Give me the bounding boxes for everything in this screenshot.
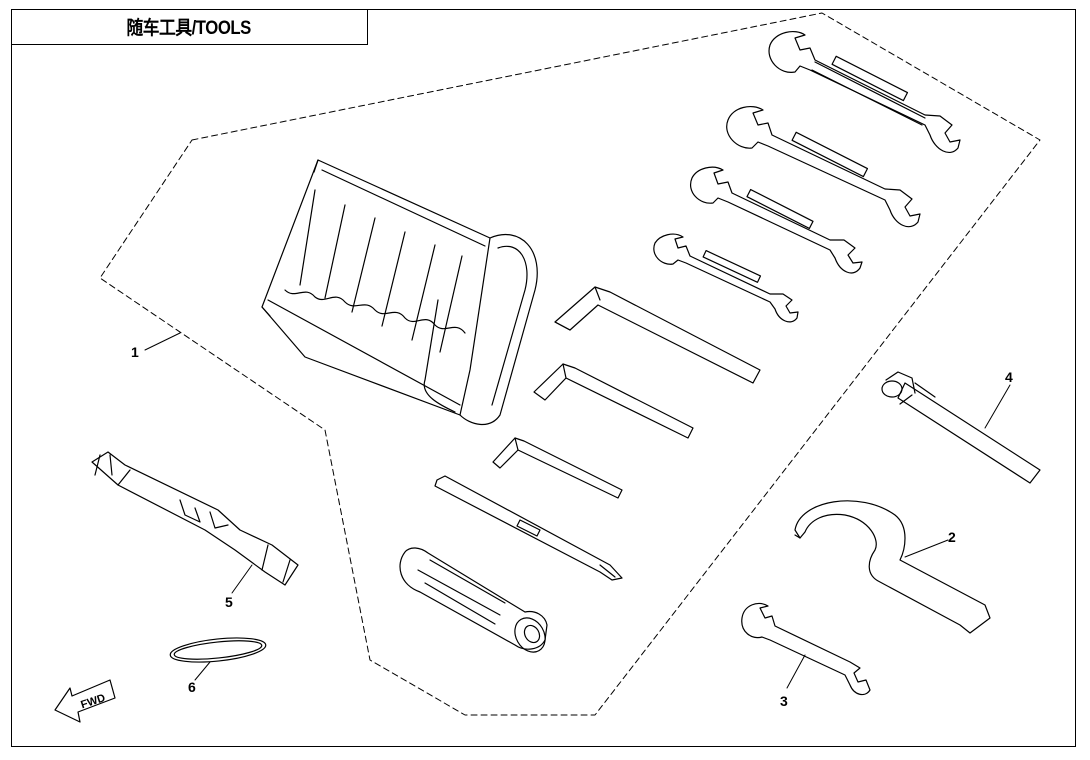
screwdriver-blade <box>434 475 623 581</box>
leader-line-5 <box>231 564 253 594</box>
hex-key-medium <box>533 363 694 439</box>
rubber-band <box>169 637 267 663</box>
forward-direction-arrow-icon <box>54 679 116 723</box>
callout-2: 2 <box>948 529 956 545</box>
tool-roll-pouch <box>261 159 538 425</box>
socket-wrench <box>91 451 299 586</box>
direction-label: FWD <box>79 692 107 711</box>
title-block: 随车工具/TOOLS <box>11 9 368 45</box>
hex-key-small <box>492 437 623 499</box>
leader-line-2 <box>904 539 949 558</box>
hook-spanner <box>794 500 991 634</box>
leader-line-6 <box>194 661 211 681</box>
hex-key-large <box>554 286 761 384</box>
small-open-wrench <box>741 602 871 696</box>
double-open-wrench-3 <box>690 166 863 274</box>
double-open-wrench-4 <box>653 233 799 323</box>
kit-boundary <box>99 12 1041 716</box>
page-title: 随车工具/TOOLS <box>126 18 252 39</box>
double-open-wrench-2 <box>726 106 921 228</box>
screwdriver-handle <box>399 547 548 653</box>
callout-1: 1 <box>131 344 139 360</box>
double-open-wrench-1 <box>768 31 961 153</box>
callout-5: 5 <box>225 594 233 610</box>
drawing-frame <box>11 9 1076 747</box>
pin-bar-tool <box>881 371 1041 484</box>
callout-3: 3 <box>780 693 788 709</box>
leader-line-1 <box>144 332 181 351</box>
leader-line-4 <box>984 384 1011 429</box>
leader-line-3 <box>786 654 806 689</box>
callout-6: 6 <box>188 679 196 695</box>
callout-4: 4 <box>1005 369 1013 385</box>
